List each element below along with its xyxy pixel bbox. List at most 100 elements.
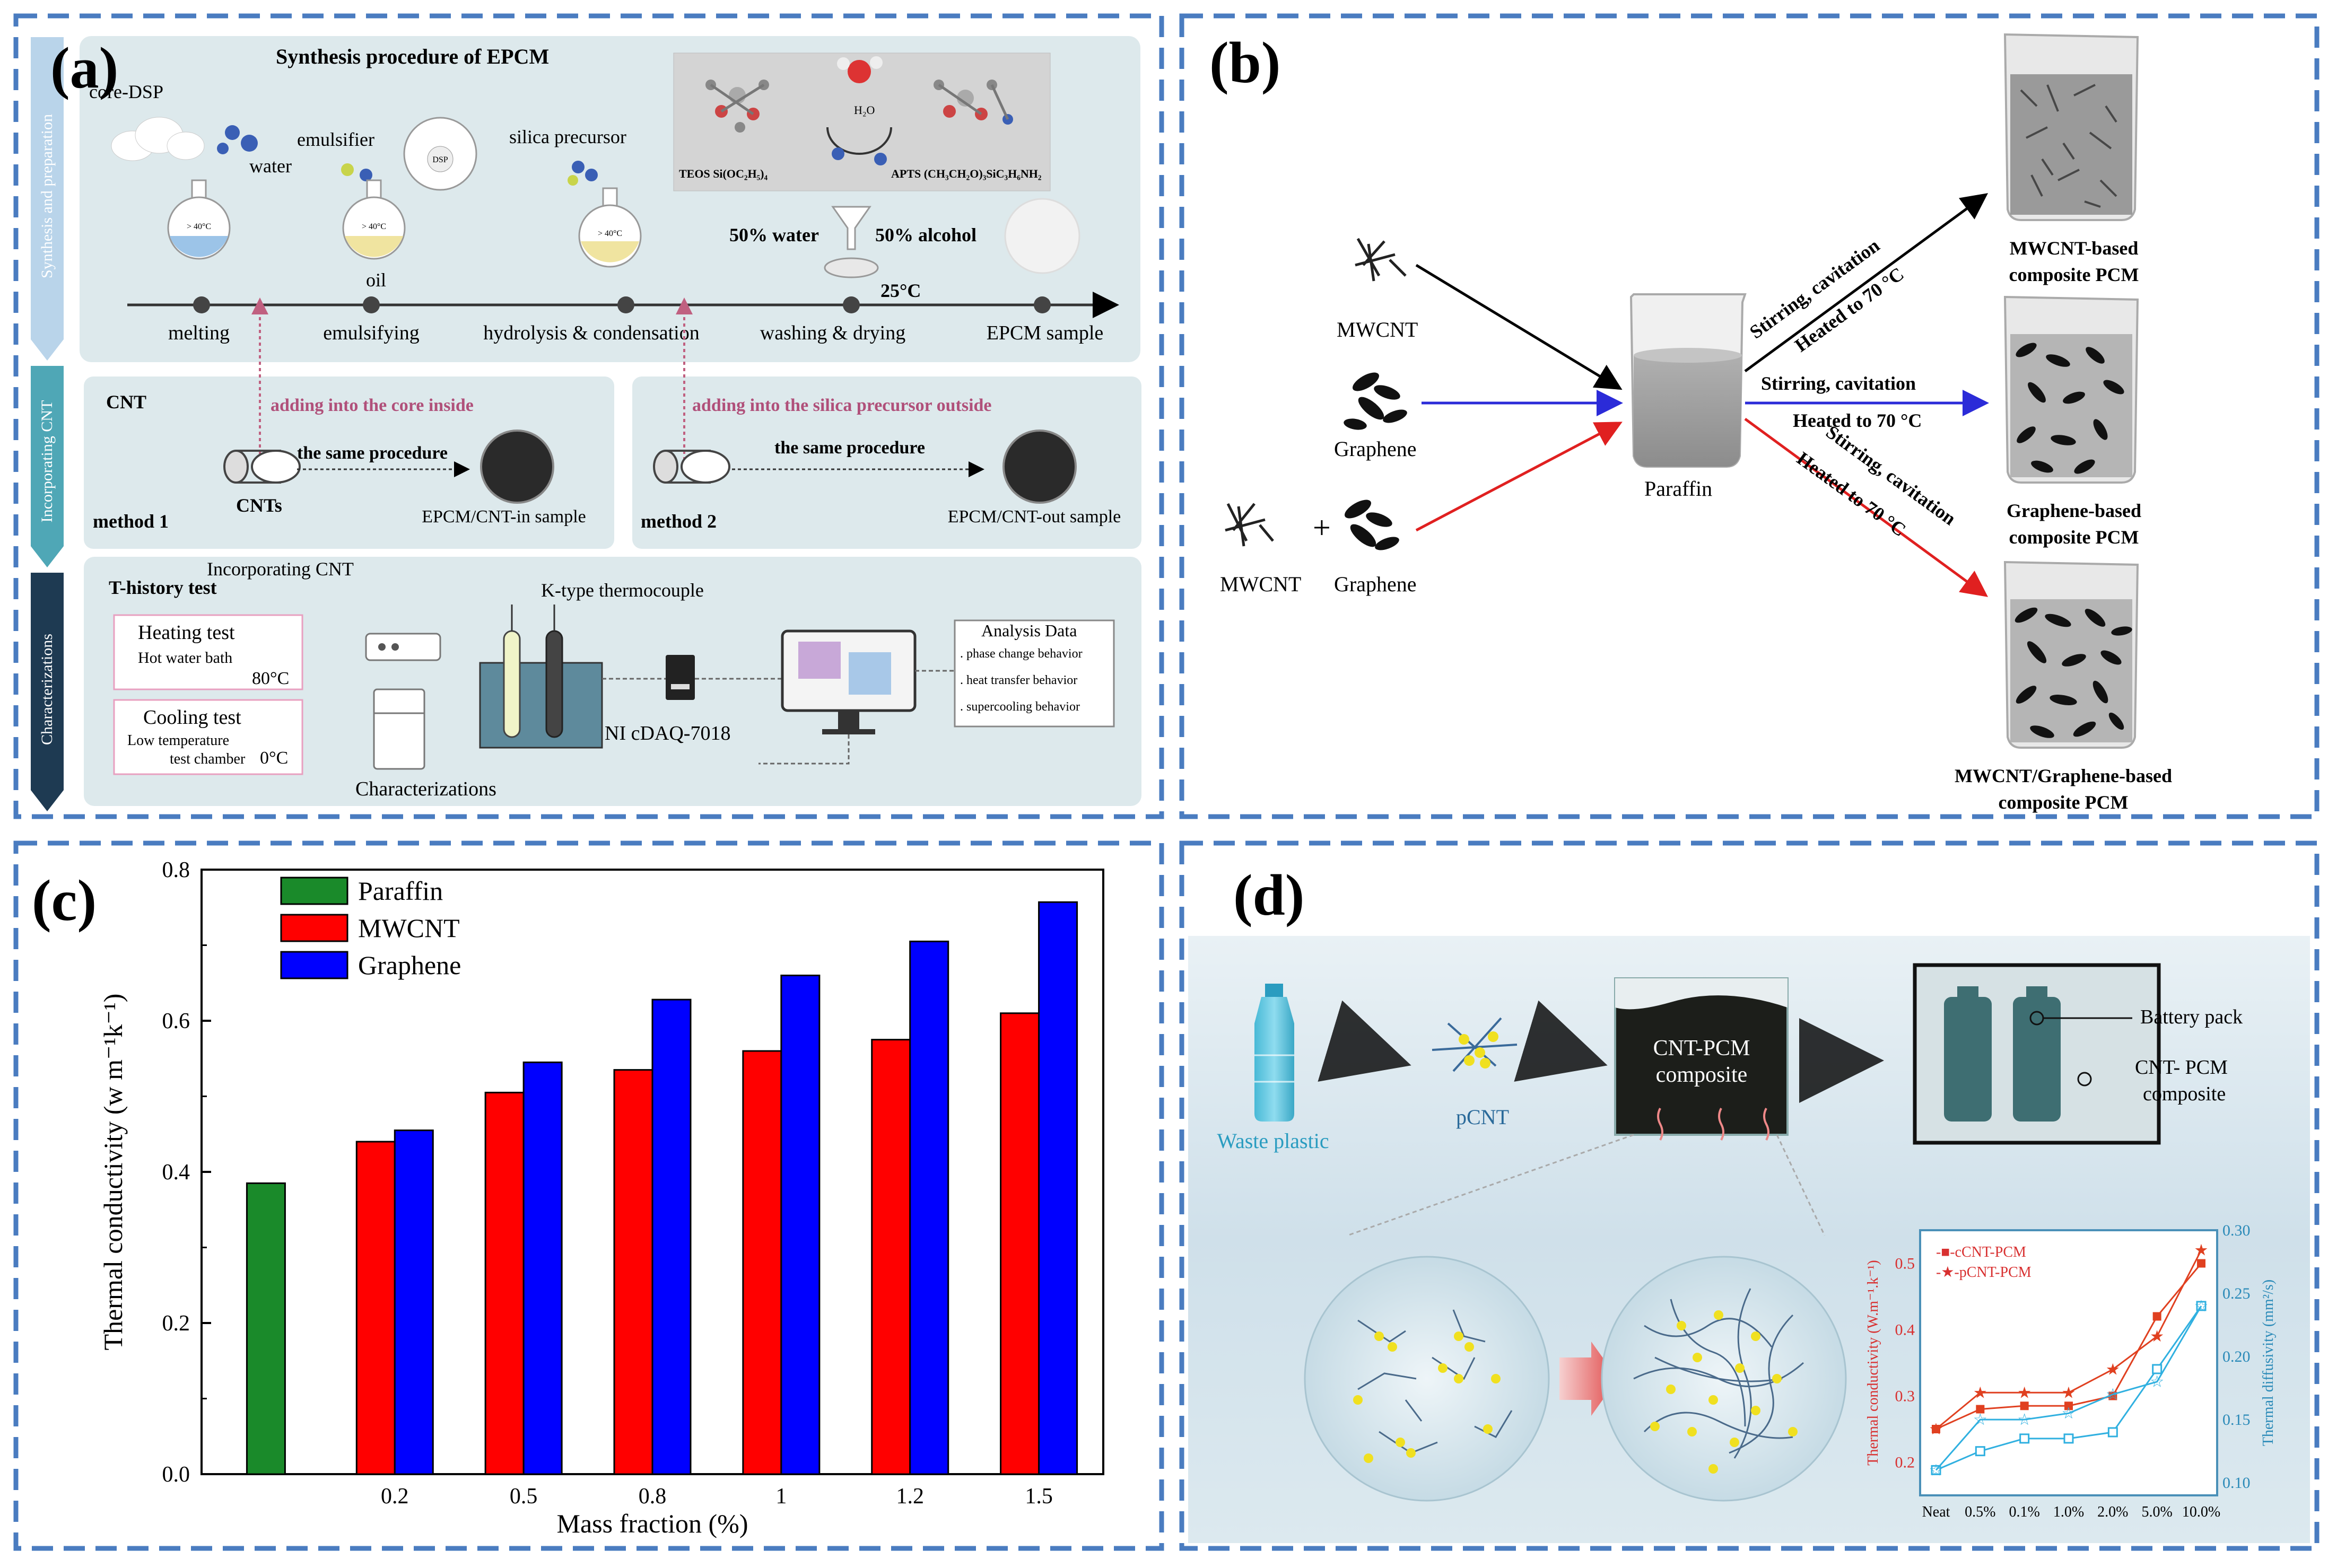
bar-mwcnt-0.8 [613, 1069, 653, 1475]
oil-label: oil [366, 269, 386, 291]
inset-x-tick: Neat [1922, 1504, 1950, 1520]
ccnt-td-point [2063, 1433, 2074, 1444]
cnts-label: CNTs [236, 495, 282, 516]
flask-3-icon: > 40°C [578, 187, 642, 268]
pcnt-tc-point: ★ [1929, 1421, 1943, 1438]
step-epcm-sample: EPCM sample [987, 322, 1104, 344]
stir-label-2: Stirring, cavitation [1761, 373, 1916, 394]
temp80-label: 80°C [252, 669, 289, 688]
cnt-tube-icon-1 [223, 450, 301, 484]
composite-label-1: CNT-PCM [1653, 1036, 1750, 1061]
battery-pack-label: Battery pack [2140, 1006, 2243, 1028]
svg-text:> 40°C: > 40°C [362, 222, 386, 231]
inset-right-tick: 0.20 [2222, 1348, 2251, 1365]
analysis-item-3: . supercooling behavior [960, 700, 1080, 714]
flask-1-icon: > 40°C [167, 179, 231, 260]
svg-text:> 40°C: > 40°C [187, 222, 211, 231]
plus-sign: + [1313, 510, 1331, 545]
panel-c-frame [13, 840, 1164, 1551]
mwcnt-label-2: MWCNT [1220, 572, 1301, 596]
pcnt-td-point: ☆ [1929, 1461, 1943, 1479]
x-tick-label: 1.5 [1025, 1484, 1053, 1509]
ccnt-tc-point [2064, 1401, 2073, 1411]
alcohol-pct-label: 50% alcohol [875, 224, 976, 246]
product-1-line2: composite PCM [2009, 264, 2139, 285]
cnt-tube-icon-2 [653, 450, 730, 484]
water-bath-icon [365, 633, 441, 661]
beaker-test-icon [479, 662, 603, 749]
step-emulsifying: emulsifying [323, 322, 420, 344]
core-dsp-label: core-DSP [89, 81, 163, 102]
waste-plastic-label: Waste plastic [1217, 1129, 1329, 1153]
panel-a-frame [13, 13, 1164, 819]
side-tab-cnt [31, 366, 64, 567]
emulsifier-drops-icon [341, 163, 372, 181]
bar-graphene-1 [780, 975, 821, 1475]
bar-graphene-1.5 [1038, 901, 1078, 1475]
arrow-mwcnt [1415, 264, 1623, 390]
water-drops-icon [217, 125, 258, 154]
product-2-line1: Graphene-based [2007, 500, 2141, 521]
panel-d-label: (d) [1233, 863, 1304, 927]
panel-b-frame [1179, 13, 2320, 819]
side-tab-char-label: Characterizations [38, 634, 56, 745]
ccnt-td-point [2152, 1364, 2163, 1374]
funnel-icon [831, 206, 871, 250]
heating-test-label: Heating test [138, 621, 235, 644]
graphene-icon-2 [1345, 500, 1399, 550]
svg-text:DSP: DSP [432, 155, 448, 164]
low-temp-label: Low temperature [127, 732, 229, 749]
panel-d-frame [1179, 840, 2320, 1551]
graphene-label-2: Graphene [1334, 572, 1416, 596]
pcnt-tc-line [1935, 1249, 2202, 1430]
flask-2-icon: > 40°C [342, 179, 406, 260]
silica-precursor-label: silica precursor [509, 126, 626, 147]
cooling-test-box [113, 699, 303, 775]
y-tick-label: 0.4 [162, 1160, 190, 1185]
beaker-graphene-pcm [2003, 295, 2139, 484]
mwcnt-label-1: MWCNT [1337, 318, 1418, 341]
epcm-powder-icon [1004, 198, 1080, 274]
aptes-molecule [934, 80, 1013, 125]
pcnt-label: pCNT [1456, 1105, 1509, 1129]
inset-legend-ccnt: -■-cCNT-PCM [1936, 1244, 2026, 1260]
side-tab-synthesis-label: Synthesis and preparation [38, 114, 56, 278]
cnt-pcm-label-2: composite [2143, 1083, 2226, 1105]
side-tab-synthesis [31, 37, 64, 361]
aptes-label: APTS (CH₃CH₂O)₃SiC₃H₆NH₂ [891, 167, 1042, 180]
x-tick-label: 1.2 [896, 1484, 924, 1509]
inset-left-tick: 0.4 [1895, 1321, 1915, 1339]
characterization-section-bg [84, 557, 1141, 806]
water-molecule [837, 56, 883, 83]
arrow-to-mwcnt-pcm [1744, 193, 1989, 373]
panel-a: Synthesis and preparation Incorporating … [31, 36, 1141, 811]
pcnt-td-point: ☆ [2194, 1298, 2209, 1315]
bar-mwcnt-1.5 [1000, 1012, 1040, 1475]
inset-x-tick: 10.0% [2182, 1504, 2220, 1520]
daq-icon [666, 655, 695, 700]
x-axis-label: Mass fraction (%) [557, 1509, 748, 1538]
water-label: water [249, 155, 292, 177]
bar-mwcnt-0.2 [355, 1141, 396, 1475]
inset-x-tick: 1.0% [2053, 1504, 2084, 1520]
analysis-data-box [954, 619, 1115, 728]
mwcnt-icon-1 [1355, 238, 1407, 282]
y-tick-label: 0.0 [162, 1462, 190, 1487]
bar-graphene-0.8 [651, 998, 692, 1475]
petri-dish-icon [824, 257, 879, 278]
battery-cell-1 [1944, 986, 1992, 1122]
panel-b: (b) MWCNT Graphene + MWCNT Graphene Para… [1209, 30, 2172, 813]
y-tick-label: 0.2 [162, 1311, 190, 1336]
legend-label-paraffin: Paraffin [358, 876, 443, 906]
pcnt-tc-point: ★ [2194, 1242, 2209, 1259]
add-core-label: adding into the core inside [271, 396, 474, 415]
legend-swatch-paraffin [280, 877, 348, 905]
inset-x-tick: 5.0% [2142, 1504, 2173, 1520]
inset-x-tick: 2.0% [2097, 1504, 2128, 1520]
waste-plastic-bottle-icon [1254, 984, 1294, 1122]
flow-arrow-2 [1514, 1000, 1608, 1082]
x-tick-label: 0.8 [639, 1484, 667, 1509]
inset-x-tick: 0.1% [2009, 1504, 2040, 1520]
